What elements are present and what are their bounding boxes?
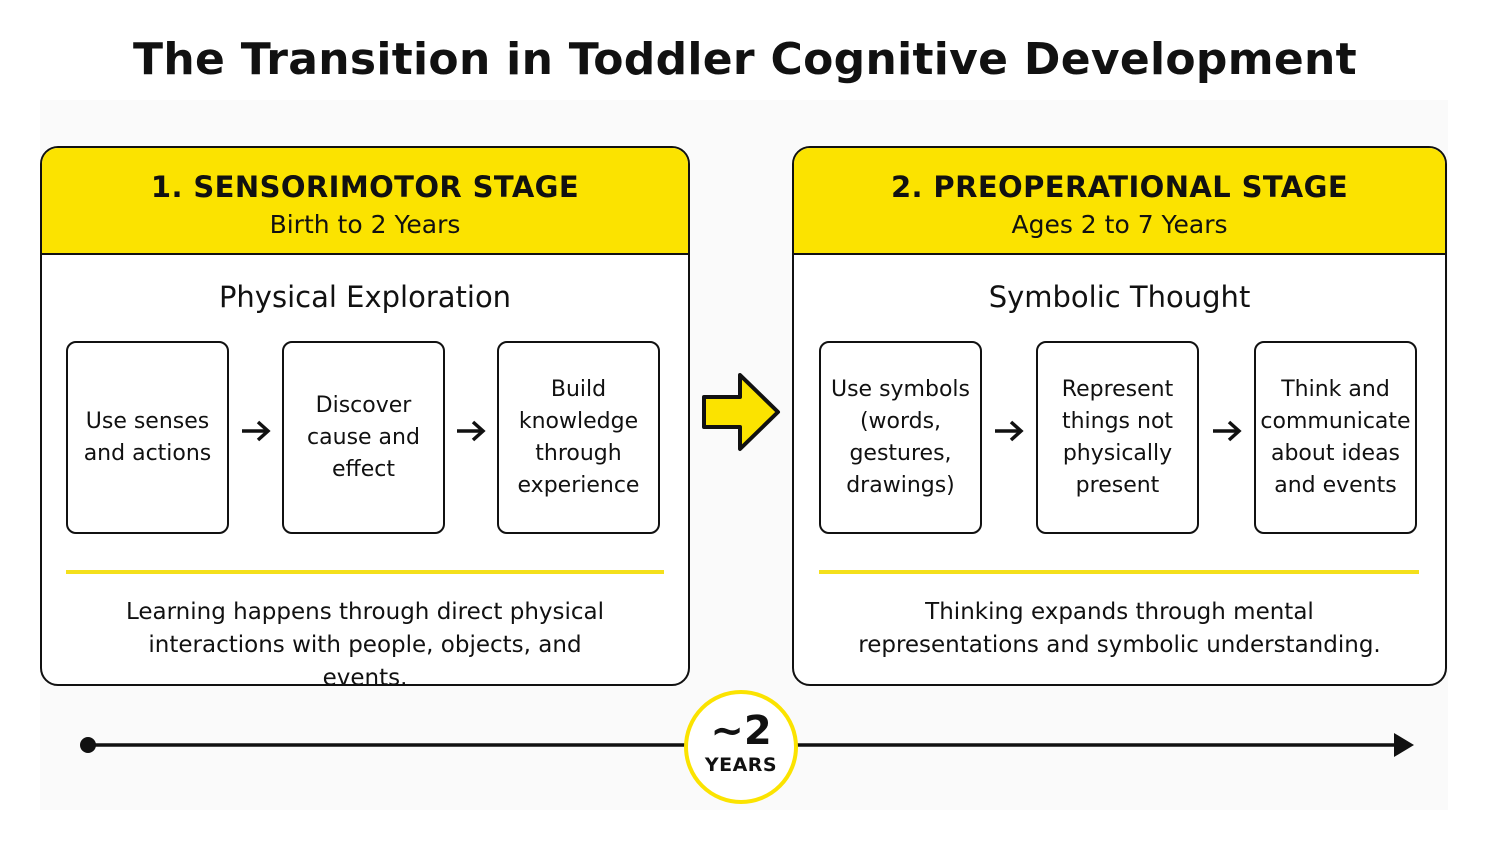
step-box: Build knowledge through experience <box>497 341 660 534</box>
step-box: Discover cause and effect <box>282 341 445 534</box>
stage-name: 1. SENSORIMOTOR STAGE <box>150 170 580 204</box>
stage-header: 2. PREOPERATIONAL STAGE Ages 2 to 7 Year… <box>794 148 1445 255</box>
page-title: The Transition in Toddler Cognitive Deve… <box>133 34 1357 85</box>
step-box: Represent things not physically present <box>1036 341 1199 534</box>
arrow-right-icon <box>1213 420 1242 442</box>
stage-summary: Thinking expands through mental represen… <box>858 599 1381 658</box>
stage-card-sensorimotor: 1. SENSORIMOTOR STAGE Birth to 2 Years P… <box>40 146 690 686</box>
stage-subtitle: Physical Exploration <box>218 280 512 314</box>
stage-subtitle: Symbolic Thought <box>988 280 1251 314</box>
age-marker: ~2 YEARS <box>684 690 798 804</box>
divider <box>819 570 1419 574</box>
marker-value: ~2 <box>710 708 772 754</box>
stage-name: 2. PREOPERATIONAL STAGE <box>890 170 1349 204</box>
divider <box>66 570 664 574</box>
marker-unit: YEARS <box>704 754 778 776</box>
arrow-right-icon <box>242 420 271 442</box>
arrow-right-icon <box>995 420 1024 442</box>
step-box: Think and communicate about ideas and ev… <box>1254 341 1417 534</box>
transition-arrow-icon <box>702 373 780 451</box>
stage-age-range: Birth to 2 Years <box>269 210 461 239</box>
step-box: Use symbols (words, gestures, drawings) <box>819 341 982 534</box>
stage-header: 1. SENSORIMOTOR STAGE Birth to 2 Years <box>42 148 688 255</box>
step-box: Use senses and actions <box>66 341 229 534</box>
stage-card-preoperational: 2. PREOPERATIONAL STAGE Ages 2 to 7 Year… <box>792 146 1447 686</box>
arrow-right-icon <box>457 420 486 442</box>
stage-age-range: Ages 2 to 7 Years <box>1011 210 1228 239</box>
stage-summary: Learning happens through direct physical… <box>125 599 605 686</box>
